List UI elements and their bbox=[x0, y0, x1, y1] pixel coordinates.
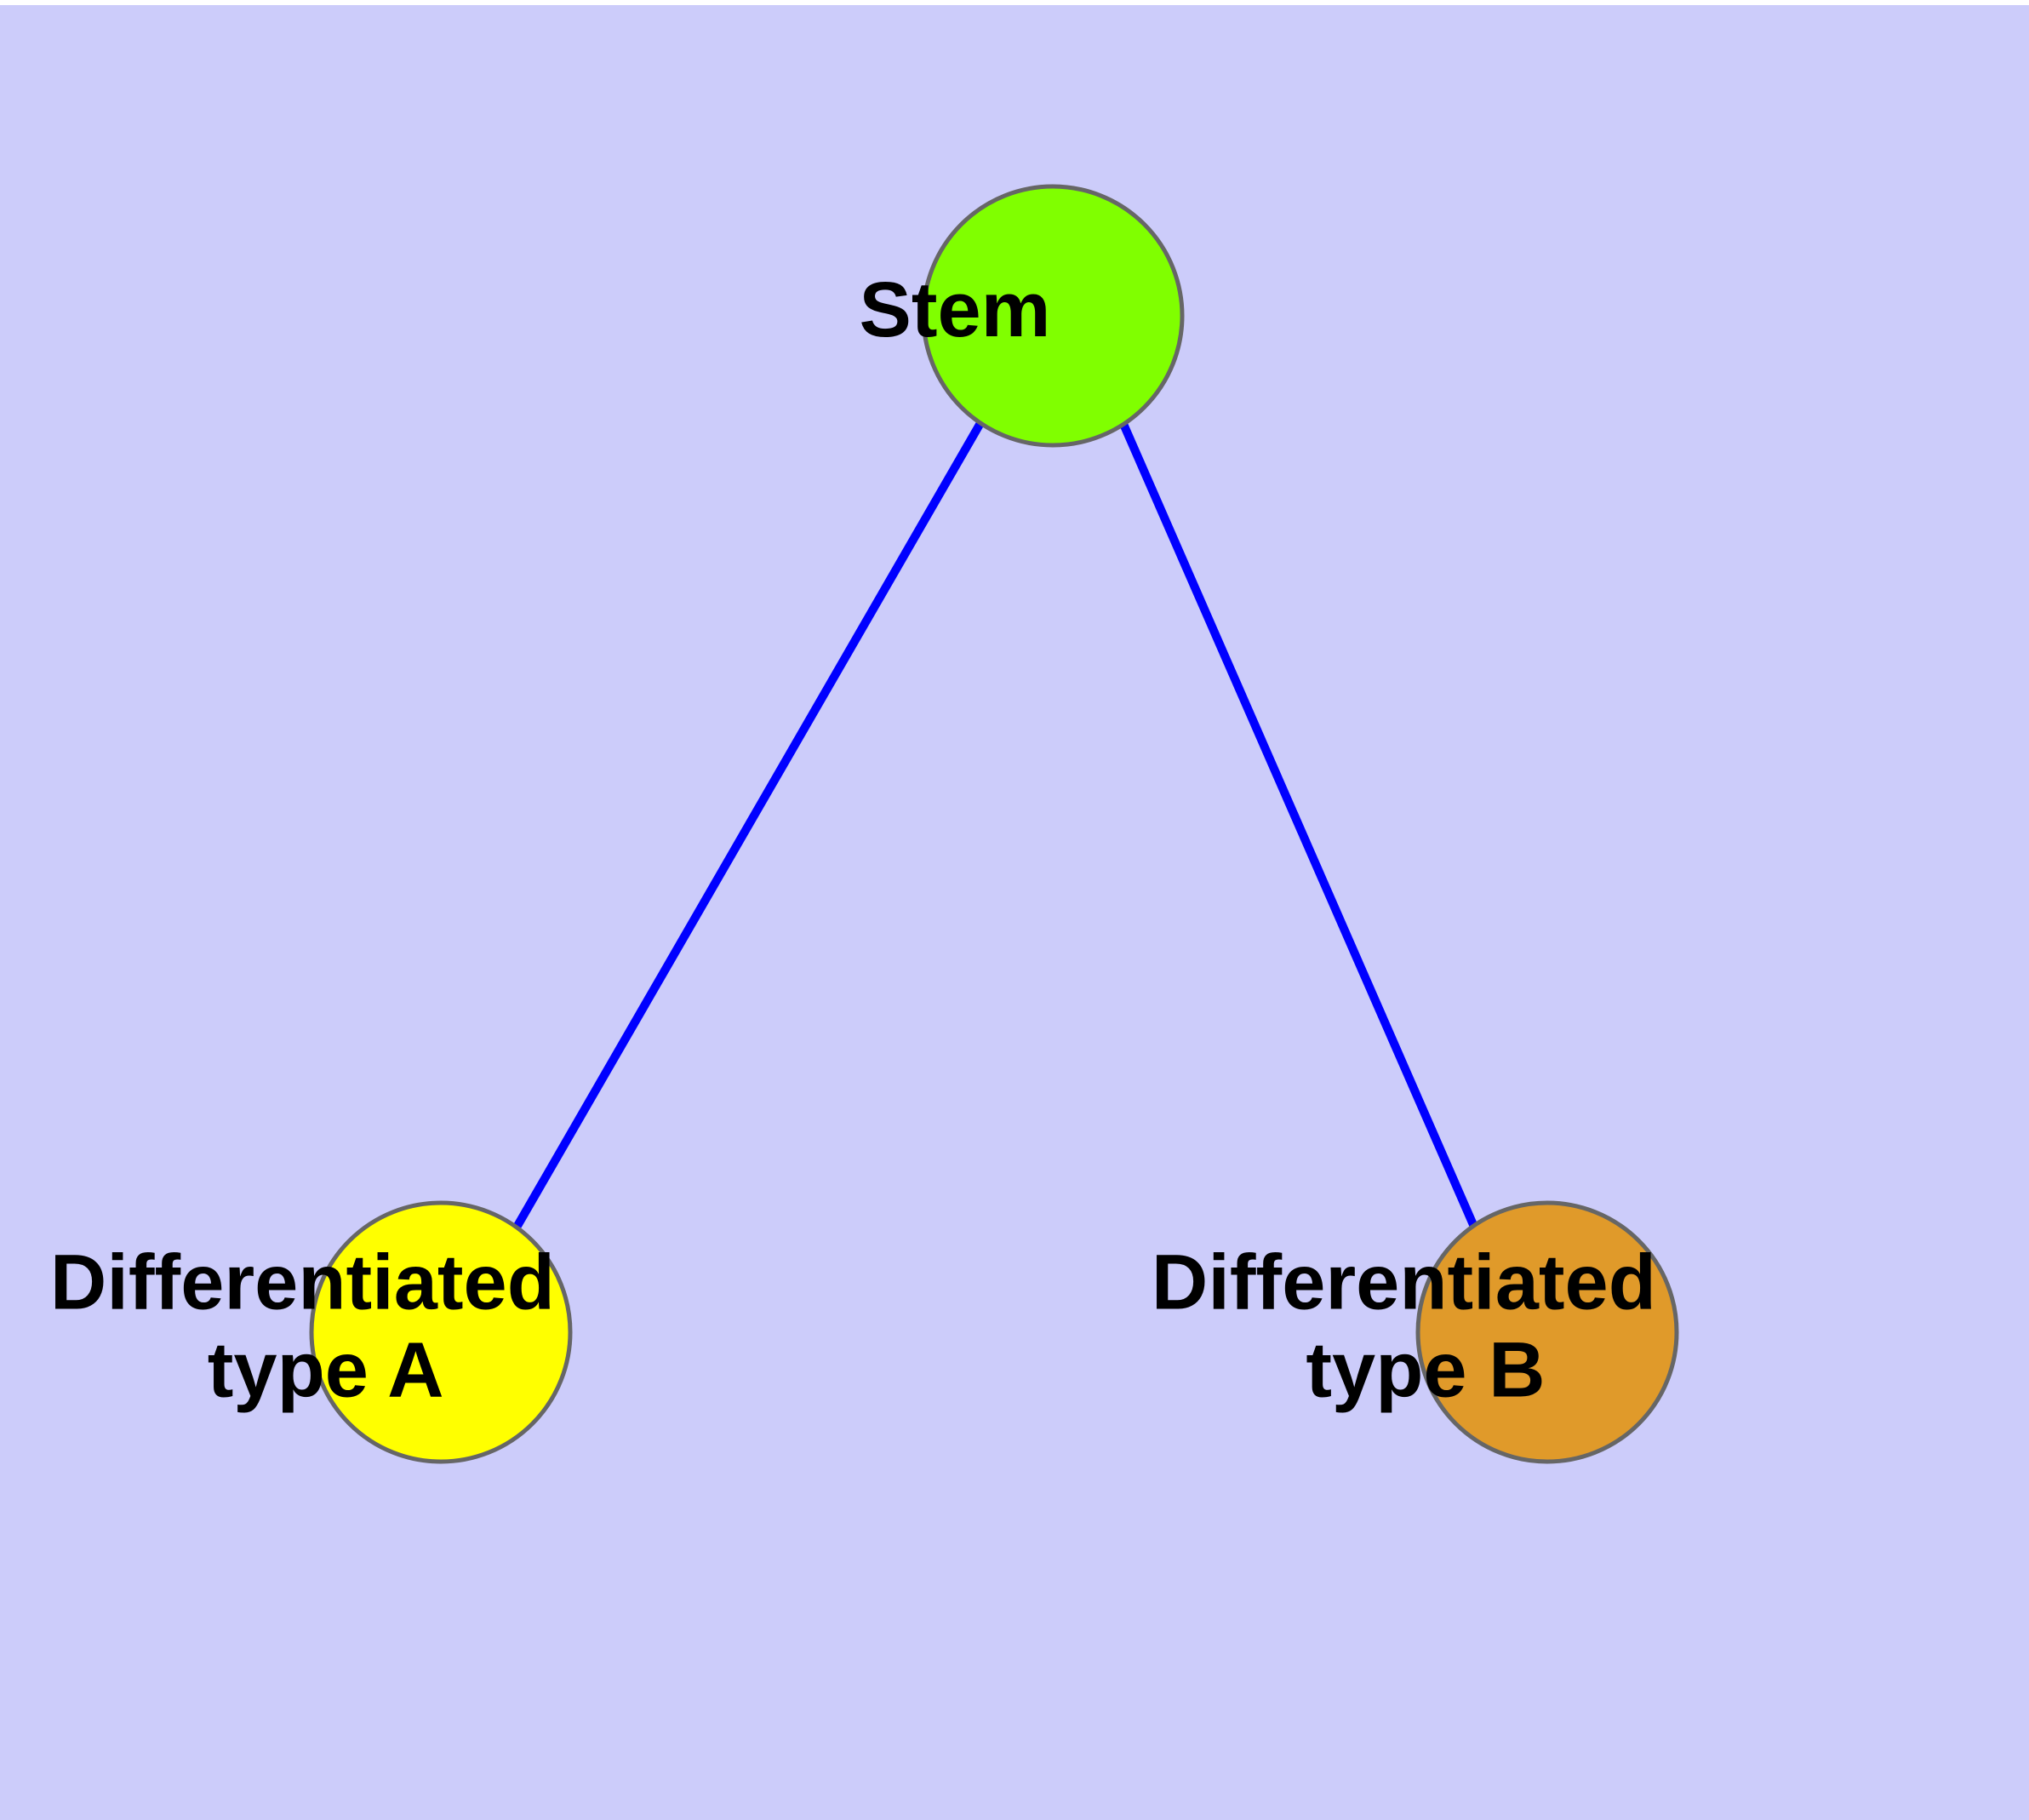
node-stem[interactable]: Stem bbox=[859, 184, 1246, 448]
node-differentiated-type-a[interactable]: Differentiated type A bbox=[50, 1200, 794, 1464]
node-differentiated-type-a-label-line-2: type A bbox=[208, 1327, 443, 1414]
node-layer: Stem Differentiated type A Differentiate… bbox=[50, 184, 1895, 1464]
node-differentiated-type-a-label: Differentiated type A bbox=[50, 1239, 794, 1414]
node-differentiated-type-b-label-line-2: type B bbox=[1306, 1327, 1545, 1414]
node-differentiated-type-b-label: Differentiated type B bbox=[1152, 1239, 1895, 1414]
edge-stem-to-differentiated-type-b[interactable] bbox=[1119, 421, 1478, 1229]
canvas-top-strip bbox=[0, 0, 2029, 5]
node-stem-label-line-1: Stem bbox=[859, 266, 1050, 353]
node-stem-circle[interactable] bbox=[921, 184, 1185, 448]
node-differentiated-type-b-circle[interactable] bbox=[1415, 1200, 1679, 1464]
node-differentiated-type-b[interactable]: Differentiated type B bbox=[1152, 1200, 1895, 1464]
node-stem-label: Stem bbox=[859, 266, 1246, 353]
node-differentiated-type-b-label-line-1: Differentiated bbox=[1152, 1239, 1656, 1326]
edge-stem-to-differentiated-type-a[interactable] bbox=[513, 421, 985, 1228]
node-differentiated-type-a-label-line-1: Differentiated bbox=[50, 1239, 555, 1326]
edge-layer bbox=[513, 421, 1478, 1229]
node-differentiated-type-a-circle[interactable] bbox=[309, 1200, 573, 1464]
